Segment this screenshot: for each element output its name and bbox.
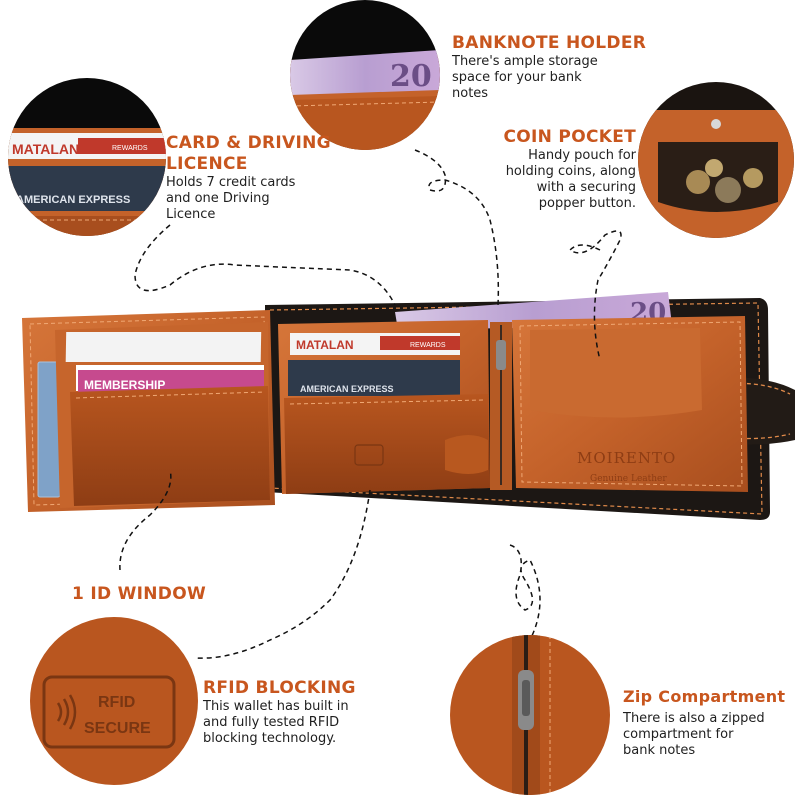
card-slots-inset: MATALAN REWARDS AMERICAN EXPRESS — [8, 78, 166, 236]
inset-amex-text: AMERICAN EXPRESS — [16, 194, 130, 206]
inset-rfid-text: RFID — [98, 694, 135, 711]
zip-title: Zip Compartment — [623, 687, 786, 706]
zip-callout: Zip Compartment There is also a zipped c… — [623, 686, 798, 759]
inset-banknote-value: 20 — [390, 59, 432, 94]
rfid-title: RFID BLOCKING — [203, 678, 356, 698]
zip-puller — [496, 340, 506, 370]
inset-secure-text: SECURE — [84, 720, 151, 737]
inset-matalan-text: MATALAN — [12, 141, 79, 157]
amex-card-text: AMERICAN EXPRESS — [300, 384, 394, 394]
banknote-inset: 20 — [290, 0, 440, 150]
inset-rewards-text: REWARDS — [112, 145, 148, 152]
coin-pocket-inset — [638, 82, 794, 238]
back-stitching — [269, 302, 763, 515]
id-window-title: 1 ID WINDOW — [72, 584, 207, 604]
banknote-callout: BANKNOTE HOLDER There's ample storage sp… — [452, 33, 652, 102]
rfid-description: This wallet has built in and fully teste… — [203, 699, 349, 746]
card-licence-callout: CARD & DRIVING LICENCE Holds 7 credit ca… — [166, 133, 336, 223]
card-licence-description: Holds 7 credit cards and one Driving Lic… — [166, 175, 296, 222]
coin-pocket-title: COIN POCKET — [503, 127, 636, 147]
banknote-description: There's ample storage space for your ban… — [452, 54, 598, 101]
rfid-inset: RFID SECURE — [30, 617, 198, 785]
rfid-emboss-small — [354, 444, 384, 466]
coin-pocket-description: Handy pouch for holding coins, along wit… — [505, 148, 636, 211]
zip-inset — [450, 635, 610, 795]
connector-lines — [119, 149, 622, 659]
membership-card-text: MEMBERSHIP — [84, 378, 165, 392]
banknote-title: BANKNOTE HOLDER — [452, 33, 647, 53]
matalan-card-text: MATALAN — [296, 338, 354, 352]
coin-pocket-callout: COIN POCKET Handy pouch for holding coin… — [480, 127, 636, 212]
inset-popper — [711, 119, 721, 129]
rewards-text: REWARDS — [410, 342, 446, 349]
card-licence-title: CARD & DRIVING LICENCE — [166, 133, 331, 174]
zip-description: There is also a zipped compartment for b… — [623, 711, 765, 758]
brand-name-emboss: MOIRENTO — [577, 449, 676, 467]
brand-subtitle-emboss: Genuine Leather — [590, 474, 667, 484]
rfid-callout: RFID BLOCKING This wallet has built in a… — [203, 678, 403, 747]
